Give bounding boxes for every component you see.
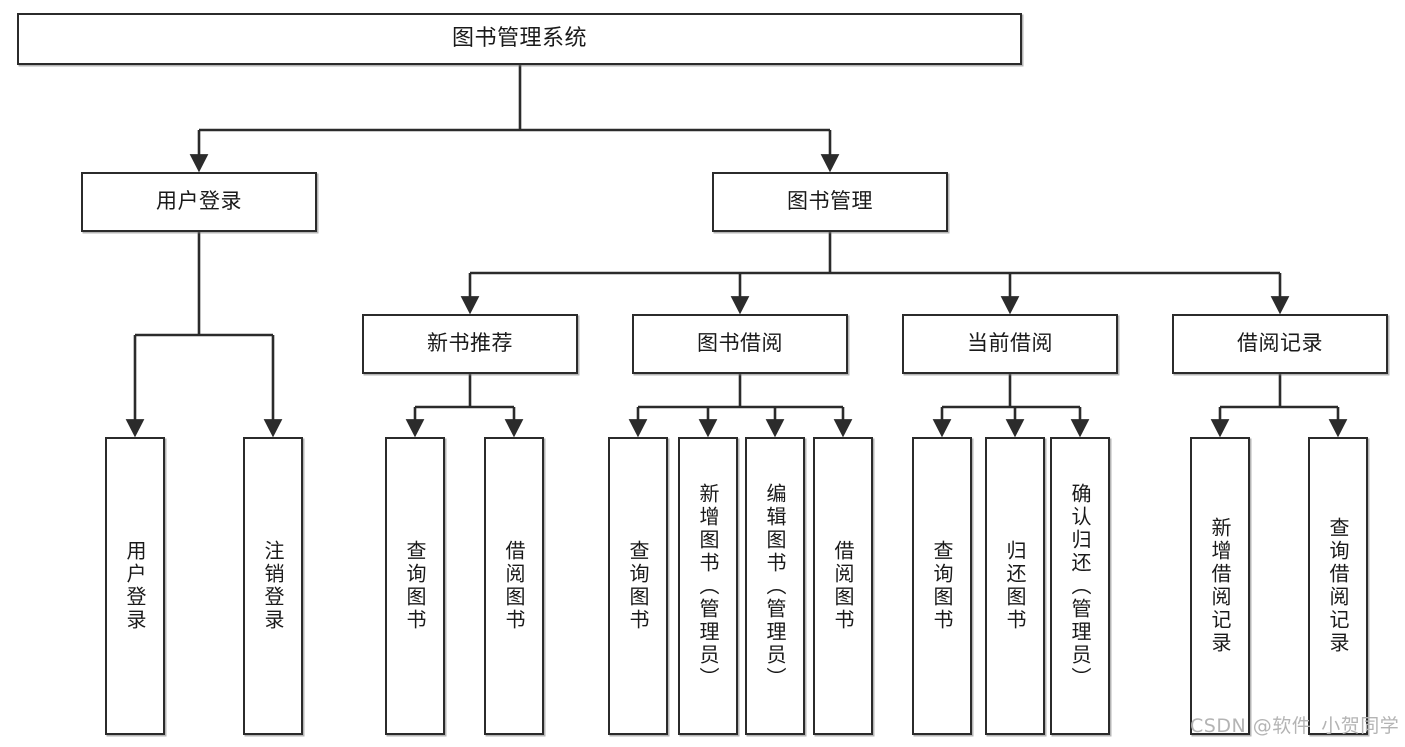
- node-leaf-edit-book-label: 编辑图书（管理员）: [763, 482, 787, 690]
- node-leaf-query-book-3[interactable]: 查询图书: [912, 437, 972, 735]
- node-leaf-borrow-book-2-label: 借阅图书: [831, 540, 855, 632]
- node-leaf-add-record-label: 新增借阅记录: [1208, 517, 1232, 655]
- node-root-label: 图书管理系统: [451, 25, 587, 51]
- node-leaf-query-book-1[interactable]: 查询图书: [385, 437, 445, 735]
- node-user-login-label: 用户登录: [156, 189, 242, 214]
- node-user-login[interactable]: 用户登录: [81, 172, 317, 232]
- node-leaf-logout[interactable]: 注销登录: [243, 437, 303, 735]
- node-leaf-return-book-label: 归还图书: [1003, 540, 1027, 632]
- node-leaf-borrow-book-1[interactable]: 借阅图书: [484, 437, 544, 735]
- node-leaf-user-login[interactable]: 用户登录: [105, 437, 165, 735]
- node-leaf-confirm-return-label: 确认归还（管理员）: [1068, 482, 1092, 690]
- node-leaf-add-book[interactable]: 新增图书（管理员）: [678, 437, 738, 735]
- node-leaf-edit-book[interactable]: 编辑图书（管理员）: [745, 437, 805, 735]
- node-leaf-user-login-label: 用户登录: [123, 540, 147, 632]
- node-leaf-logout-label: 注销登录: [261, 540, 285, 632]
- node-leaf-query-book-1-label: 查询图书: [403, 540, 427, 632]
- node-current-borrow[interactable]: 当前借阅: [902, 314, 1118, 374]
- node-leaf-borrow-book-1-label: 借阅图书: [502, 540, 526, 632]
- node-book-borrow[interactable]: 图书借阅: [632, 314, 848, 374]
- node-leaf-borrow-book-2[interactable]: 借阅图书: [813, 437, 873, 735]
- node-borrow-record[interactable]: 借阅记录: [1172, 314, 1388, 374]
- node-leaf-confirm-return[interactable]: 确认归还（管理员）: [1050, 437, 1110, 735]
- watermark: CSDN @软件_小贺同学: [1190, 715, 1400, 737]
- node-book-management-label: 图书管理: [787, 189, 873, 214]
- node-book-management[interactable]: 图书管理: [712, 172, 948, 232]
- node-leaf-query-book-2-label: 查询图书: [626, 540, 650, 632]
- node-leaf-return-book[interactable]: 归还图书: [985, 437, 1045, 735]
- node-leaf-query-book-2[interactable]: 查询图书: [608, 437, 668, 735]
- node-new-book-recommend-label: 新书推荐: [427, 331, 513, 356]
- node-book-borrow-label: 图书借阅: [697, 331, 783, 356]
- node-new-book-recommend[interactable]: 新书推荐: [362, 314, 578, 374]
- node-leaf-query-record[interactable]: 查询借阅记录: [1308, 437, 1368, 735]
- node-leaf-add-book-label: 新增图书（管理员）: [696, 482, 720, 690]
- node-leaf-query-book-3-label: 查询图书: [930, 540, 954, 632]
- node-borrow-record-label: 借阅记录: [1237, 331, 1323, 356]
- node-root[interactable]: 图书管理系统: [17, 13, 1022, 65]
- node-leaf-add-record[interactable]: 新增借阅记录: [1190, 437, 1250, 735]
- node-leaf-query-record-label: 查询借阅记录: [1326, 517, 1350, 655]
- node-current-borrow-label: 当前借阅: [967, 331, 1053, 356]
